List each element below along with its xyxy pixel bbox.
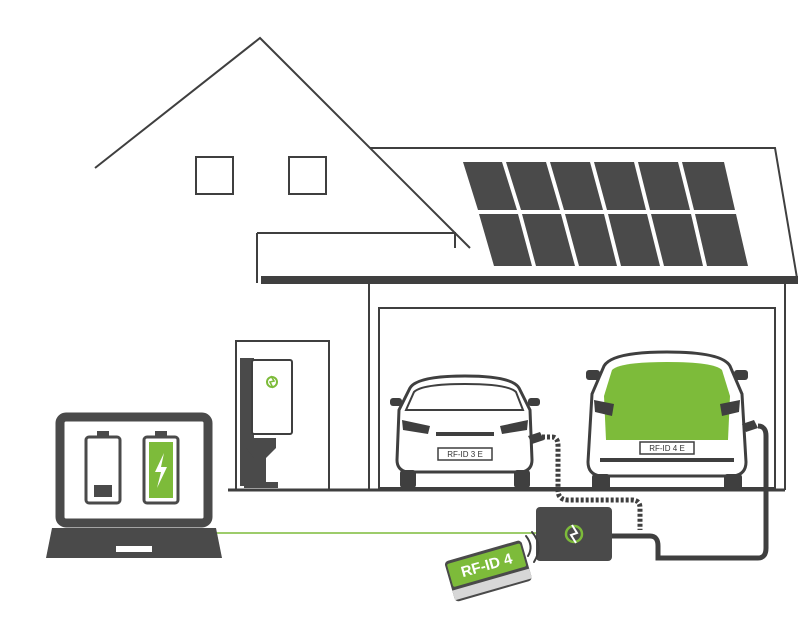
solar-panel [565, 214, 617, 266]
solar-panel [479, 214, 532, 266]
laptop-base [46, 528, 222, 558]
solar-panel [594, 162, 646, 210]
eave-lower [257, 232, 456, 248]
car-right-mirror-r [734, 370, 748, 380]
car-right-light-l [594, 400, 614, 416]
car-right-plate [639, 441, 695, 455]
car-right-mirror-l [586, 370, 600, 380]
car-right-charge-port [742, 420, 758, 432]
solar-panel [682, 162, 735, 210]
car-left-mirror-l [390, 398, 402, 406]
solar-panel [638, 162, 690, 210]
rfid-card-stripe [452, 568, 532, 601]
solar-panel [695, 214, 748, 266]
house [94, 36, 798, 283]
car-left-windshield [404, 382, 525, 411]
solar-panel [506, 162, 560, 210]
car-right-hood [604, 362, 730, 440]
car-left-plate-text: RF-ID 3 E [447, 450, 483, 459]
rfid-card-label-bg [447, 543, 526, 587]
car-left-wheel-r [514, 470, 530, 488]
roof-eave-band [261, 276, 798, 284]
home-storage-unit [240, 358, 293, 488]
window-left [195, 156, 234, 195]
car-right-plate-text: RF-ID 4 E [649, 444, 685, 453]
bolt-icon [155, 453, 167, 488]
laptop-screen-frame [55, 412, 213, 528]
car-left-charge-port [528, 432, 544, 444]
logo-icon [564, 524, 584, 544]
storage-stand [246, 438, 276, 484]
car-left-light-l [402, 420, 430, 434]
car-right-light-r [720, 400, 740, 416]
solar-panel [608, 214, 660, 266]
solar-array [463, 162, 748, 266]
logo-icon [266, 375, 278, 389]
cable-right-car [612, 423, 769, 561]
car-left-grille [436, 432, 494, 436]
roof-left-outline [94, 36, 471, 249]
car-left-plate [437, 447, 493, 461]
car-right-wheel-l [592, 474, 610, 490]
storage-foot [244, 482, 278, 488]
solar-panel [550, 162, 603, 210]
car-left-light-r [500, 420, 528, 434]
rfid-card: RF-ID 4 [444, 540, 532, 602]
garage-door-frame [378, 307, 776, 489]
car-right-wheel-r [724, 474, 742, 490]
solar-panel [651, 214, 703, 266]
laptop [46, 412, 222, 558]
storage-cabinet [251, 359, 293, 435]
car-left-wheel-l [400, 470, 416, 488]
solar-panel [522, 214, 575, 266]
battery-charging-icon [142, 431, 180, 505]
charging-cables [214, 423, 769, 561]
wallbox [536, 507, 612, 561]
car-right: RF-ID 4 E [586, 350, 758, 490]
car-right-bumper [600, 458, 734, 462]
battery-low-icon [84, 431, 122, 505]
storage-cabinet-back [240, 358, 254, 486]
laptop-trackpad [116, 546, 152, 552]
car-left-mirror-r [528, 398, 540, 406]
wireless-icon [525, 531, 540, 563]
window-right [288, 156, 327, 195]
solar-panel [463, 162, 517, 210]
car-left: RF-ID 3 E [390, 374, 544, 488]
roof-right-outline [370, 147, 798, 279]
